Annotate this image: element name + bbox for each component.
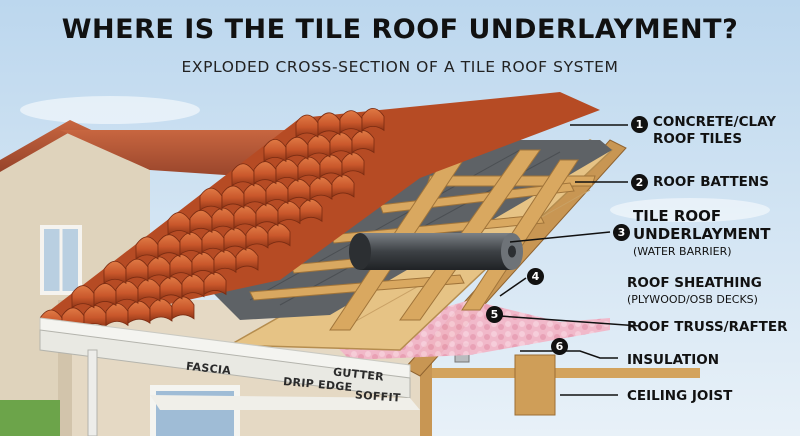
roof-tile (147, 256, 171, 280)
callout-label: ROOF TILES (653, 131, 743, 147)
callout-label: ROOF TRUSS/RAFTER (627, 319, 788, 335)
roof-tile (339, 110, 363, 134)
roof-tile (135, 236, 159, 260)
lawn (0, 400, 60, 436)
roof-tile (169, 254, 193, 278)
roof-tile (103, 260, 127, 285)
roof-tile (329, 132, 353, 156)
roof-tile (277, 201, 301, 225)
roof-tile (127, 300, 151, 324)
page-subtitle: EXPLODED CROSS-SECTION OF A TILE ROOF SY… (181, 58, 619, 76)
roof-tile (233, 205, 257, 229)
roof-tile (317, 112, 341, 136)
callout-leaders (499, 124, 641, 396)
roof-tile (199, 187, 223, 211)
roof-tile (159, 276, 183, 300)
callout-number-badge: 2 (631, 174, 648, 191)
roof-tile (243, 183, 267, 207)
roof-tile (221, 185, 245, 209)
callout-number-badge: 4 (527, 268, 544, 285)
downspout (87, 349, 98, 436)
callout-number-badge: 1 (631, 116, 648, 133)
callout-label: CONCRETE/CLAY (653, 114, 777, 130)
roof-tile (167, 212, 191, 236)
roof-tile (299, 198, 323, 223)
underlayment-roll (349, 233, 523, 270)
callout-label: TILE ROOF (633, 207, 722, 225)
roof-tile (93, 283, 117, 307)
roof-tile (201, 229, 225, 254)
roof-tile (181, 274, 205, 298)
cloud (20, 96, 200, 124)
roof-tile (287, 178, 311, 203)
roof-tile (71, 285, 95, 309)
roof-tile (361, 108, 385, 132)
roof-tile (213, 249, 237, 274)
roof-tile (341, 152, 365, 176)
roof-tile (319, 154, 343, 178)
eave-trim (39, 317, 420, 436)
roof-tile (157, 234, 181, 258)
roof-tile (245, 225, 269, 249)
roof-tile (275, 158, 299, 183)
roof-tile (263, 138, 287, 163)
roof-tile (203, 272, 227, 296)
callout-number-badge: 5 (486, 306, 503, 323)
roof-tile (149, 298, 173, 322)
roof-tile (105, 303, 129, 327)
roof-tile (285, 136, 309, 160)
callout-number-badge: 3 (613, 224, 630, 241)
roof-tile (309, 176, 333, 200)
callout-note: (PLYWOOD/OSB DECKS) (627, 293, 758, 306)
roof-tile (171, 296, 195, 320)
roof-tile (235, 247, 259, 271)
callout-label: INSULATION (627, 352, 720, 368)
callout-label: ROOF SHEATHING (627, 275, 762, 291)
roof-tile (125, 258, 149, 282)
roof-tile (115, 280, 139, 305)
roof-tile (307, 134, 331, 158)
roof-tile (295, 114, 319, 138)
roof-tile (255, 203, 279, 227)
roof-tile (297, 156, 321, 180)
roof-tile (231, 163, 255, 187)
roof-tile (191, 252, 215, 276)
tile-field (39, 92, 600, 333)
roof-tile (211, 207, 235, 231)
roof-tile (267, 223, 291, 247)
callout-label: ROOF BATTENS (653, 174, 769, 190)
roof-tile (179, 232, 203, 256)
callout-label: CEILING JOIST (627, 388, 733, 404)
roof-tile (265, 181, 289, 205)
roof-tile (351, 130, 375, 154)
roof-tile (137, 278, 161, 302)
page-title: WHERE IS THE TILE ROOF UNDERLAYMENT? (61, 14, 739, 45)
roof-tile (253, 161, 277, 185)
cloud (610, 198, 770, 222)
callout-number-badge: 6 (551, 338, 568, 355)
soffit (150, 395, 420, 410)
callout-note: (WATER BARRIER) (633, 245, 732, 258)
callout-label: UNDERLAYMENT (633, 225, 771, 243)
roof-tile (189, 209, 213, 234)
roof-tile (223, 227, 247, 251)
roof-tile (331, 174, 355, 198)
